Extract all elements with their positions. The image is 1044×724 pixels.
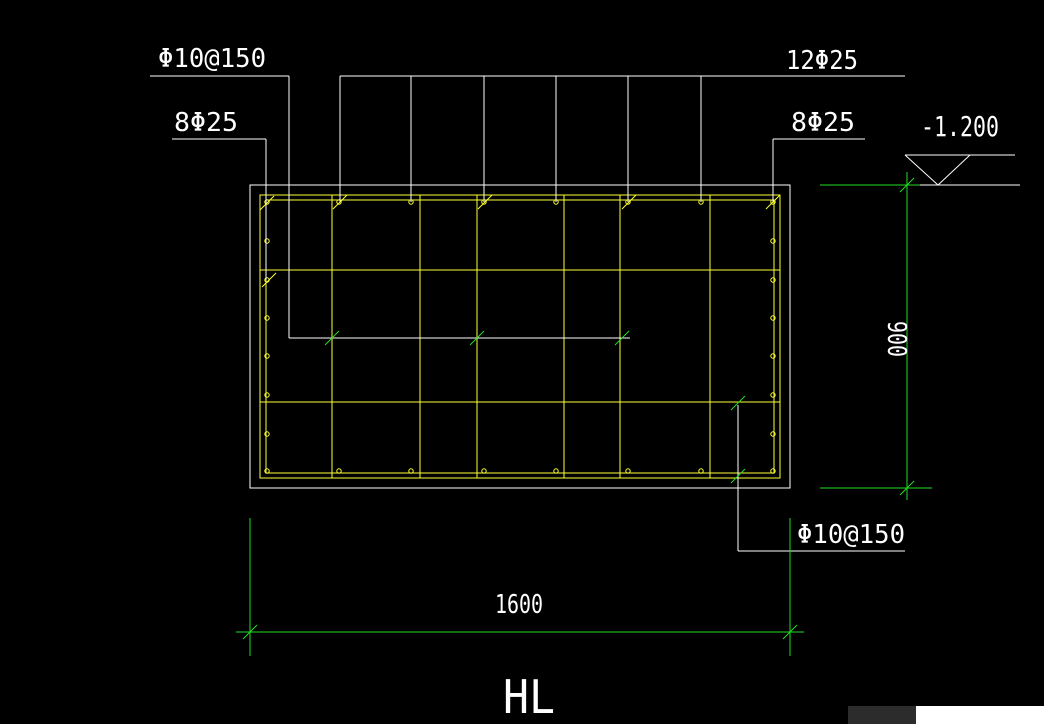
leader-stirrup-bottom [730, 395, 905, 552]
elevation-label: -1.200 [921, 110, 999, 143]
height-dimension [820, 172, 932, 500]
rebar-bar [770, 315, 776, 321]
rebar-bar [770, 238, 776, 244]
rebar-bar [264, 199, 270, 205]
width-dimension-label: 1600 [495, 590, 543, 620]
rebar-bar [770, 431, 776, 437]
section-name-label: HL [503, 670, 555, 724]
rebar-bar [408, 468, 414, 474]
leader-right-bars [765, 138, 865, 210]
rebar-bar [264, 315, 270, 321]
section-outline [249, 184, 791, 489]
rebar-bar [264, 431, 270, 437]
rebar-bar [770, 468, 776, 474]
rebar-bar [336, 199, 342, 205]
rebar-bar [481, 468, 487, 474]
rebar-bar [553, 468, 559, 474]
rebar-bar [625, 468, 631, 474]
rebar-bars [264, 199, 776, 474]
rebar-bar [264, 392, 270, 398]
status-bar-fragment [848, 706, 916, 724]
rebar-bar [698, 468, 704, 474]
stirrup-bottom-label: Φ10@150 [797, 520, 905, 550]
stirrup-top-label: Φ10@150 [158, 44, 266, 74]
rebar-bar [264, 468, 270, 474]
rebar-bar [770, 277, 776, 283]
rebar-bar [770, 392, 776, 398]
left-bars-label: 8Φ25 [174, 108, 238, 138]
status-bar-panel [916, 706, 1044, 724]
right-bars-label: 8Φ25 [791, 108, 855, 138]
leader-left-bars [172, 138, 277, 288]
top-bars-label: 12Φ25 [786, 46, 858, 76]
rebar-bar [264, 353, 270, 359]
height-dimension-label: 900 [881, 321, 911, 357]
rebar-bar [770, 353, 776, 359]
leader-stirrup-top [150, 75, 630, 346]
elevation-marker [904, 154, 1020, 186]
rebar-bar [336, 468, 342, 474]
width-dimension [236, 518, 804, 656]
rebar-bar [264, 238, 270, 244]
rebar-cage [259, 194, 781, 479]
leader-top-bars [332, 75, 905, 210]
